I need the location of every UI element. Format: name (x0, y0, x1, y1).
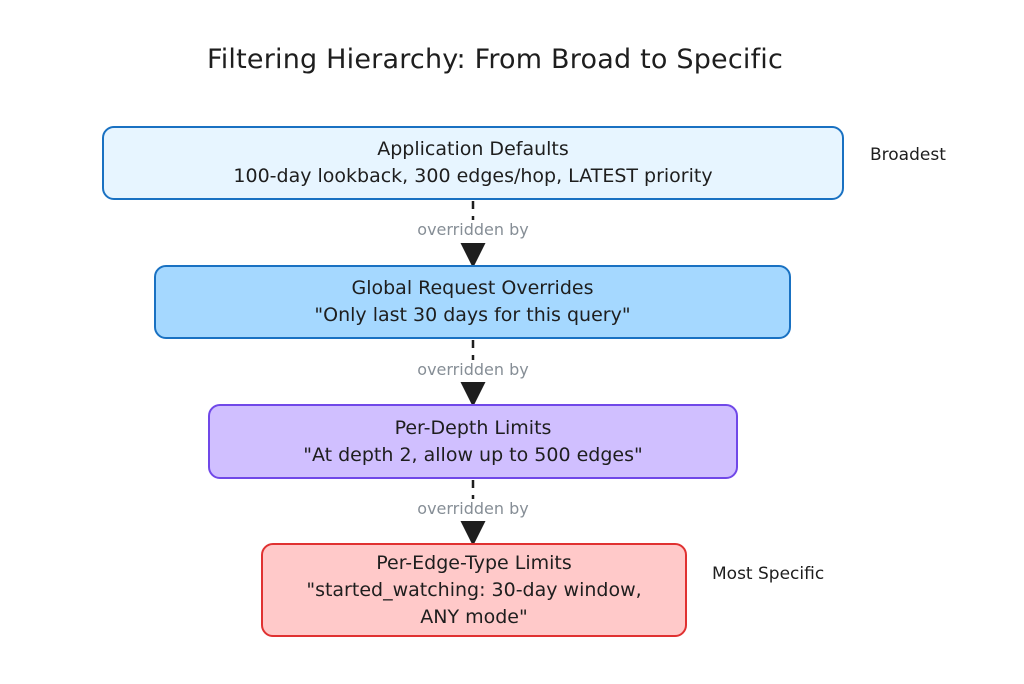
label-broadest: Broadest (870, 145, 946, 165)
box-per-edge-type-limits: Per-Edge-Type Limits "started_watching: … (261, 543, 687, 637)
box-per-depth-limits: Per-Depth Limits "At depth 2, allow up t… (208, 404, 738, 479)
box-heading: Per-Depth Limits (394, 416, 552, 439)
box-detail: "At depth 2, allow up to 500 edges" (303, 443, 643, 466)
box-detail-continued: ANY mode" (420, 605, 528, 628)
box-detail: "started_watching: 30-day window, (306, 578, 642, 601)
box-heading: Application Defaults (377, 138, 569, 160)
box-global-request-overrides: Global Request Overrides "Only last 30 d… (154, 265, 791, 339)
diagram-title: Filtering Hierarchy: From Broad to Speci… (206, 44, 784, 75)
box-heading: Per-Edge-Type Limits (376, 551, 572, 574)
edge-label-2: overridden by (415, 360, 531, 379)
edge-label-1: overridden by (415, 220, 531, 239)
box-detail: 100-day lookback, 300 edges/hop, LATEST … (233, 165, 713, 187)
edge-label-3: overridden by (415, 499, 531, 518)
box-heading: Global Request Overrides (351, 277, 594, 299)
box-detail: "Only last 30 days for this query" (314, 304, 631, 326)
box-application-defaults: Application Defaults 100-day lookback, 3… (102, 126, 844, 200)
label-most-specific: Most Specific (712, 564, 825, 584)
